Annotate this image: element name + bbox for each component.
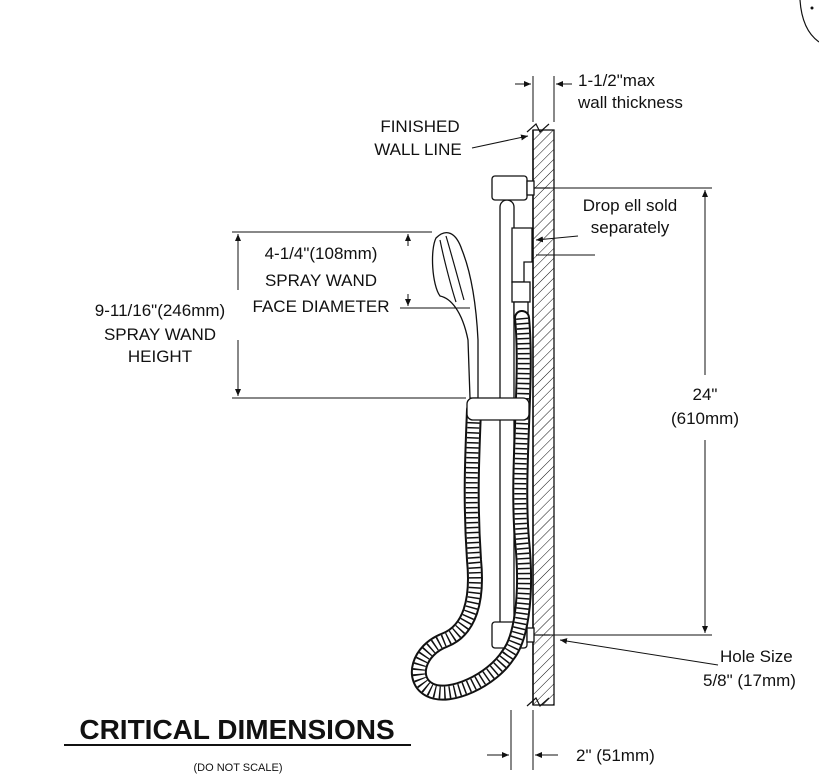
- seal-fragment: [799, 0, 819, 43]
- hose: [410, 310, 532, 701]
- bar-length-label-1: 24": [693, 385, 718, 404]
- drop-ell-label-1: Drop ell sold: [583, 196, 678, 215]
- wand-height-label-3: HEIGHT: [128, 347, 192, 366]
- drop-ell-label-2: separately: [591, 218, 670, 237]
- face-diameter-label-1: 4-1/4"(108mm): [265, 244, 378, 263]
- wall-thickness-dimension: [515, 76, 572, 122]
- wall-thickness-label-1: 1-1/2"max: [578, 71, 655, 90]
- wand-height-label-2: SPRAY WAND: [104, 325, 216, 344]
- projection-label: 2" (51mm): [576, 746, 655, 765]
- hole-size-label-1: Hole Size: [720, 647, 793, 666]
- footer-subtitle: (DO NOT SCALE): [193, 762, 282, 774]
- face-diameter-label-3: FACE DIAMETER: [253, 297, 390, 316]
- footer-title: CRITICAL DIMENSIONS: [79, 714, 394, 745]
- finished-wall-label-2: WALL LINE: [374, 140, 462, 159]
- wall-thickness-label-2: wall thickness: [577, 93, 683, 112]
- finished-wall-label-1: FINISHED: [380, 117, 459, 136]
- face-diameter-dimension: [400, 231, 470, 309]
- bar-length-dimension: [550, 187, 712, 636]
- projection-dimension: [487, 710, 558, 770]
- wand-height-dimension: [232, 231, 466, 399]
- face-diameter-label-2: SPRAY WAND: [265, 271, 377, 290]
- wall-section: [526, 123, 555, 707]
- wand-height-label-1: 9-11/16"(246mm): [95, 301, 225, 320]
- drop-ell: [511, 227, 533, 319]
- spray-wand: [431, 232, 530, 421]
- hole-size-label-2: 5/8" (17mm): [703, 671, 796, 690]
- bar-length-label-2: (610mm): [671, 409, 739, 428]
- leader-lines: [471, 134, 719, 666]
